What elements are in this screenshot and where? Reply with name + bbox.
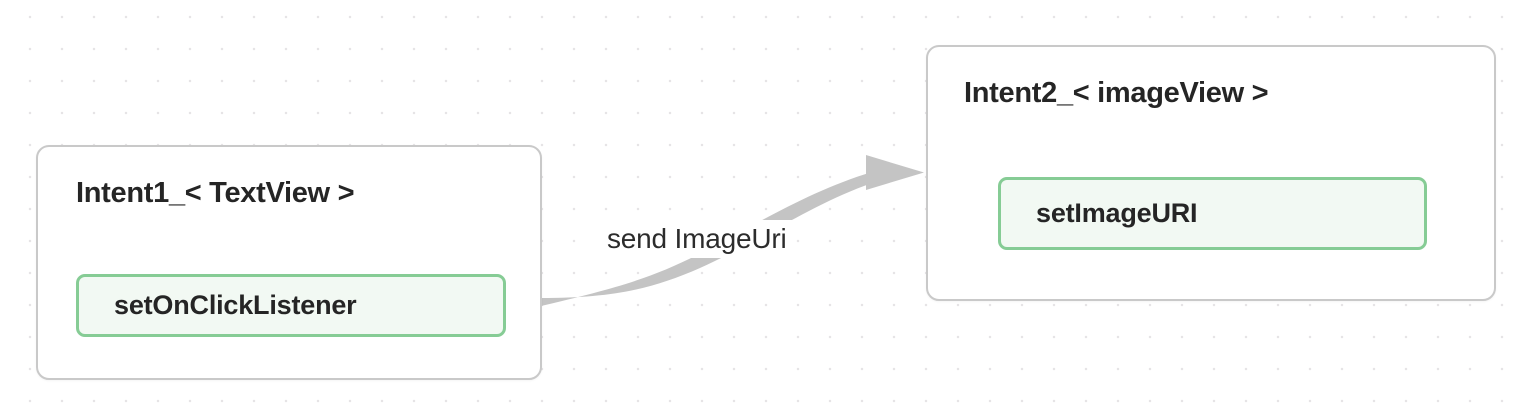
node-intent1-method-setonclicklistener[interactable]: setOnClickListener [76,274,506,337]
edge-label-send-imageuri[interactable]: send ImageUri [601,220,793,258]
node-intent1[interactable]: Intent1_< TextView > setOnClickListener [36,145,542,380]
node-intent2-method-setimageuri[interactable]: setImageURI [998,177,1427,250]
edge-arrowhead-icon [866,155,924,190]
node-intent1-title: Intent1_< TextView > [76,177,355,209]
node-intent2-title: Intent2_< imageView > [964,77,1269,109]
node-intent2[interactable]: Intent2_< imageView > setImageURI [926,45,1496,301]
method-label: setOnClickListener [114,290,357,320]
method-label: setImageURI [1036,198,1198,228]
